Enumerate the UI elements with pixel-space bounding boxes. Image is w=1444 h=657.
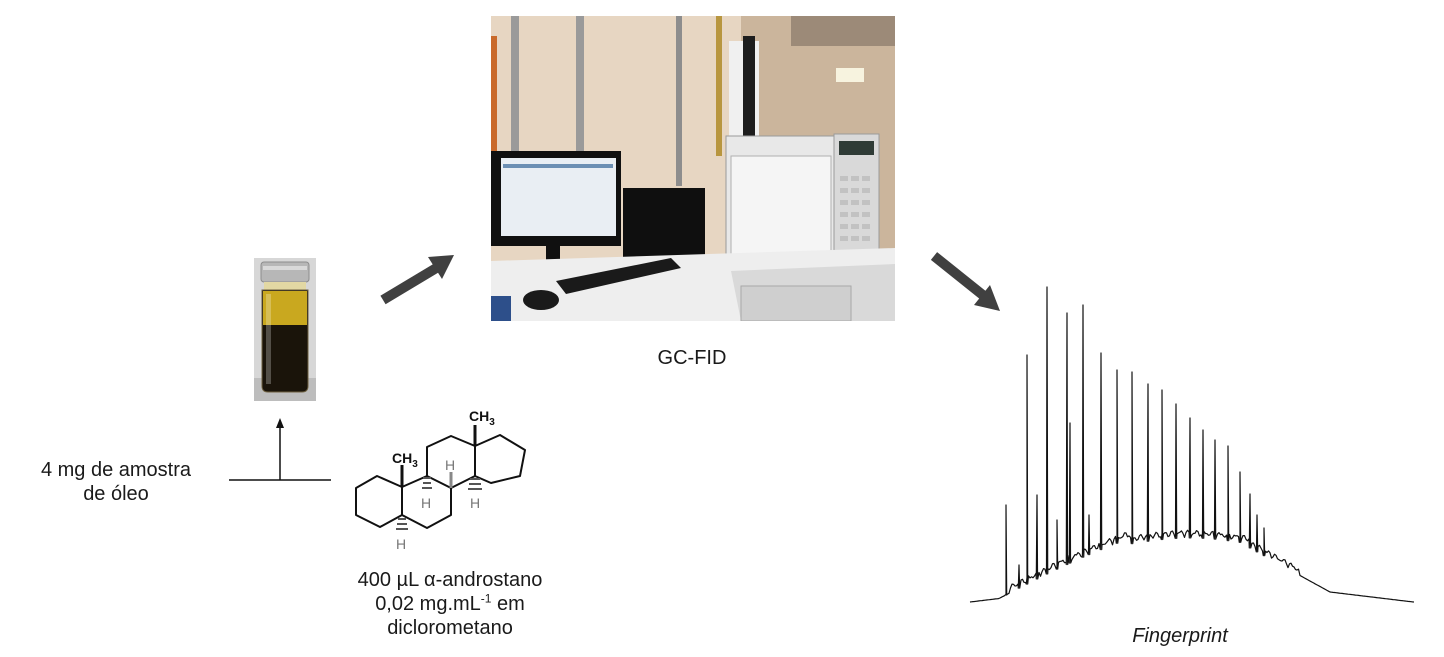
internal-standard-label: 400 µL α-androstano 0,02 mg.mL-1 em dicl… <box>300 568 600 640</box>
instrument-label: GC-FID <box>657 347 727 369</box>
methyl-label-c10: CH3 <box>392 450 418 470</box>
sample-addition-connector <box>229 418 331 481</box>
gc-fid-lab-photo <box>491 16 895 321</box>
arrow-vial-to-instrument <box>380 255 454 305</box>
standard-label-line2: 0,02 mg.mL-1 em <box>300 592 600 616</box>
chromatogram-label: Fingerprint <box>1132 625 1228 647</box>
sample-label-line1: 4 mg de amostra <box>40 459 192 481</box>
hydrogen-label-c8: H <box>445 457 455 473</box>
standard-concentration: 0,02 mg.mL <box>375 593 481 615</box>
hydrogen-label-c5: H <box>396 536 406 552</box>
sample-label-line2: de óleo <box>83 483 149 505</box>
sample-amount-label: 4 mg de amostra de óleo <box>0 458 232 506</box>
standard-concentration-suffix: em <box>491 593 525 615</box>
methyl-label-c13: CH3 <box>469 408 495 428</box>
standard-label-line3: diclorometano <box>387 617 513 639</box>
standard-label-line1: 400 µL α-androstano <box>357 569 543 591</box>
arrow-instrument-to-chromatogram <box>930 252 1000 311</box>
hydrogen-label-c14: H <box>470 495 480 511</box>
chromatogram-trace <box>969 286 1415 603</box>
alpha-androstane-structure: CH3 CH3 H H H H <box>355 408 526 552</box>
oil-sample-vial-photo <box>254 258 316 401</box>
chromatogram-line <box>969 286 1415 603</box>
hydrogen-label-c9: H <box>421 495 431 511</box>
standard-concentration-exponent: -1 <box>480 591 492 606</box>
